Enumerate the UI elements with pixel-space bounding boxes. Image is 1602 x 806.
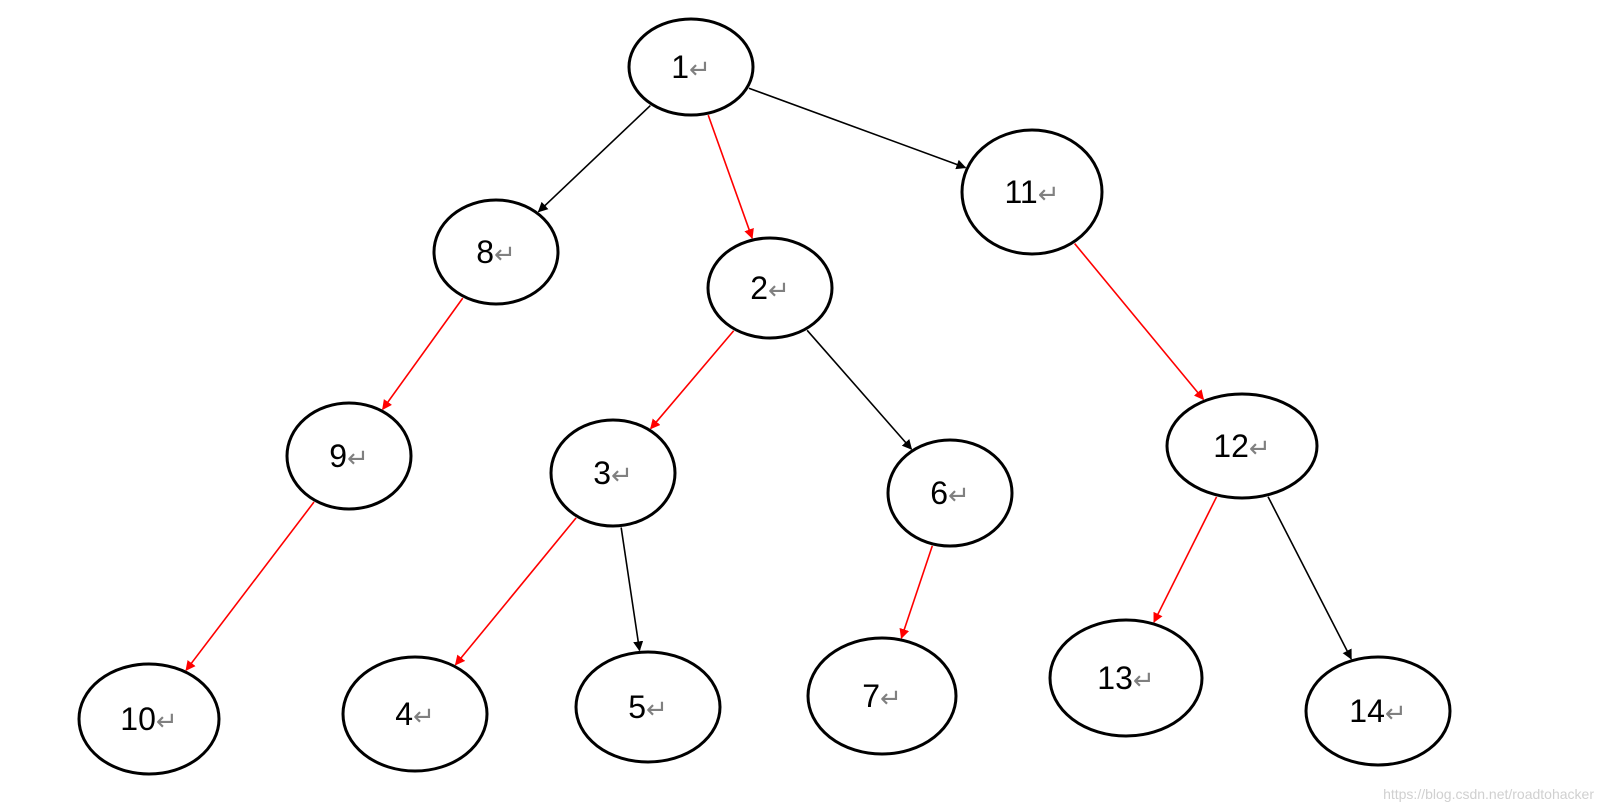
edge-3-to-5 — [620, 527, 644, 652]
paragraph-mark-icon: ↵ — [768, 276, 790, 306]
node-6: 6↵ — [886, 438, 1014, 548]
node-ellipse — [960, 128, 1104, 256]
node-ellipse — [1304, 655, 1452, 767]
paragraph-mark-icon: ↵ — [646, 695, 668, 725]
paragraph-mark-icon: ↵ — [880, 684, 902, 714]
paragraph-mark-icon: ↵ — [611, 461, 633, 491]
node-label: 6↵ — [930, 475, 970, 511]
node-number: 12 — [1213, 428, 1249, 464]
watermark: https://blog.csdn.net/roadtohacker — [1383, 786, 1594, 802]
node-8: 8↵ — [432, 198, 560, 306]
node-ellipse — [886, 438, 1014, 548]
node-label: 11↵ — [1004, 174, 1059, 210]
node-ellipse — [77, 662, 221, 776]
edge-6-to-7 — [899, 545, 934, 639]
paragraph-mark-icon: ↵ — [156, 707, 178, 737]
edge-12-to-14 — [1267, 496, 1352, 660]
edge-12-to-13 — [1153, 496, 1218, 623]
node-label: 1↵ — [671, 49, 711, 85]
node-number: 2 — [750, 270, 768, 306]
node-number: 3 — [593, 455, 611, 491]
node-3: 3↵ — [549, 418, 677, 528]
paragraph-mark-icon: ↵ — [1038, 180, 1060, 210]
node-number: 4 — [395, 696, 413, 732]
node-14: 14↵ — [1304, 655, 1452, 767]
node-label: 5↵ — [628, 689, 668, 725]
edge-8-to-9 — [382, 297, 464, 411]
node-1: 1↵ — [627, 17, 755, 117]
node-ellipse — [432, 198, 560, 306]
node-12: 12↵ — [1165, 392, 1319, 500]
edge-1-to-8 — [537, 104, 651, 213]
node-number: 9 — [329, 438, 347, 474]
node-ellipse — [285, 401, 413, 511]
node-5: 5↵ — [574, 650, 722, 764]
node-label: 8↵ — [476, 234, 516, 270]
node-number: 6 — [930, 475, 948, 511]
paragraph-mark-icon: ↵ — [1133, 666, 1155, 696]
paragraph-mark-icon: ↵ — [413, 702, 435, 732]
nodes-layer: 1↵8↵2↵11↵9↵3↵6↵12↵10↵4↵5↵7↵13↵14↵ — [77, 17, 1452, 776]
node-ellipse — [1165, 392, 1319, 500]
node-number: 11 — [1004, 174, 1037, 210]
paragraph-mark-icon: ↵ — [347, 444, 369, 474]
node-13: 13↵ — [1048, 618, 1204, 738]
node-ellipse — [806, 636, 958, 756]
node-2: 2↵ — [706, 236, 834, 340]
node-ellipse — [549, 418, 677, 528]
node-label: 7↵ — [862, 678, 902, 714]
node-ellipse — [1048, 618, 1204, 738]
node-label: 3↵ — [593, 455, 633, 491]
edge-11-to-12 — [1074, 243, 1205, 401]
edge-2-to-3 — [650, 330, 735, 430]
node-label: 12↵ — [1213, 428, 1270, 464]
node-ellipse — [627, 17, 755, 117]
node-9: 9↵ — [285, 401, 413, 511]
node-7: 7↵ — [806, 636, 958, 756]
node-label: 14↵ — [1349, 693, 1406, 729]
node-number: 7 — [862, 678, 880, 714]
paragraph-mark-icon: ↵ — [689, 55, 711, 85]
node-label: 2↵ — [750, 270, 790, 306]
node-11: 11↵ — [960, 128, 1104, 256]
paragraph-mark-icon: ↵ — [948, 481, 970, 511]
node-label: 13↵ — [1097, 660, 1154, 696]
edge-3-to-4 — [454, 517, 577, 666]
node-10: 10↵ — [77, 662, 221, 776]
node-4: 4↵ — [341, 655, 489, 773]
edge-1-to-11 — [748, 87, 967, 170]
paragraph-mark-icon: ↵ — [1249, 434, 1271, 464]
edge-2-to-6 — [806, 329, 913, 450]
node-number: 5 — [628, 689, 646, 725]
edge-9-to-10 — [185, 501, 315, 671]
edge-1-to-2 — [707, 114, 754, 240]
node-number: 1 — [671, 49, 689, 85]
node-label: 10↵ — [120, 701, 177, 737]
edges-layer — [185, 87, 1352, 671]
paragraph-mark-icon: ↵ — [1385, 699, 1407, 729]
node-number: 10 — [120, 701, 156, 737]
node-number: 14 — [1349, 693, 1385, 729]
node-ellipse — [341, 655, 489, 773]
node-label: 4↵ — [395, 696, 435, 732]
node-label: 9↵ — [329, 438, 369, 474]
node-number: 8 — [476, 234, 494, 270]
node-ellipse — [574, 650, 722, 764]
paragraph-mark-icon: ↵ — [494, 240, 516, 270]
node-number: 13 — [1097, 660, 1133, 696]
node-ellipse — [706, 236, 834, 340]
